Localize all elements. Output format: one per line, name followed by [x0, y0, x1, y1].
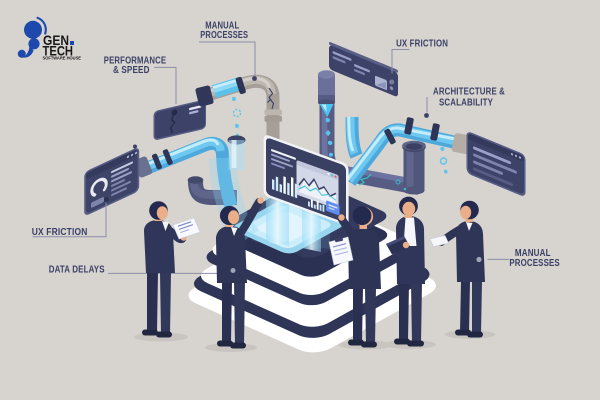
- svg-text:SOFTWARE HOUSE: SOFTWARE HOUSE: [43, 56, 82, 62]
- svg-text:ARCHITECTURE &: ARCHITECTURE &: [433, 87, 505, 98]
- svg-text:SCALABILITY: SCALABILITY: [439, 98, 493, 109]
- svg-text:& SPEED: & SPEED: [113, 65, 150, 76]
- svg-text:UX FRICTION: UX FRICTION: [396, 38, 448, 49]
- svg-text:UX FRICTION: UX FRICTION: [32, 227, 88, 238]
- svg-text:PROCESSES: PROCESSES: [509, 258, 560, 269]
- svg-text:DATA DELAYS: DATA DELAYS: [49, 264, 105, 275]
- svg-text:MANUAL: MANUAL: [205, 21, 239, 32]
- svg-text:MANUAL: MANUAL: [515, 248, 551, 259]
- svg-text:GEN: GEN: [43, 33, 69, 48]
- svg-text:PROCESSES: PROCESSES: [200, 30, 248, 41]
- svg-text:TECH: TECH: [43, 43, 74, 58]
- svg-text:PERFORMANCE: PERFORMANCE: [104, 56, 167, 67]
